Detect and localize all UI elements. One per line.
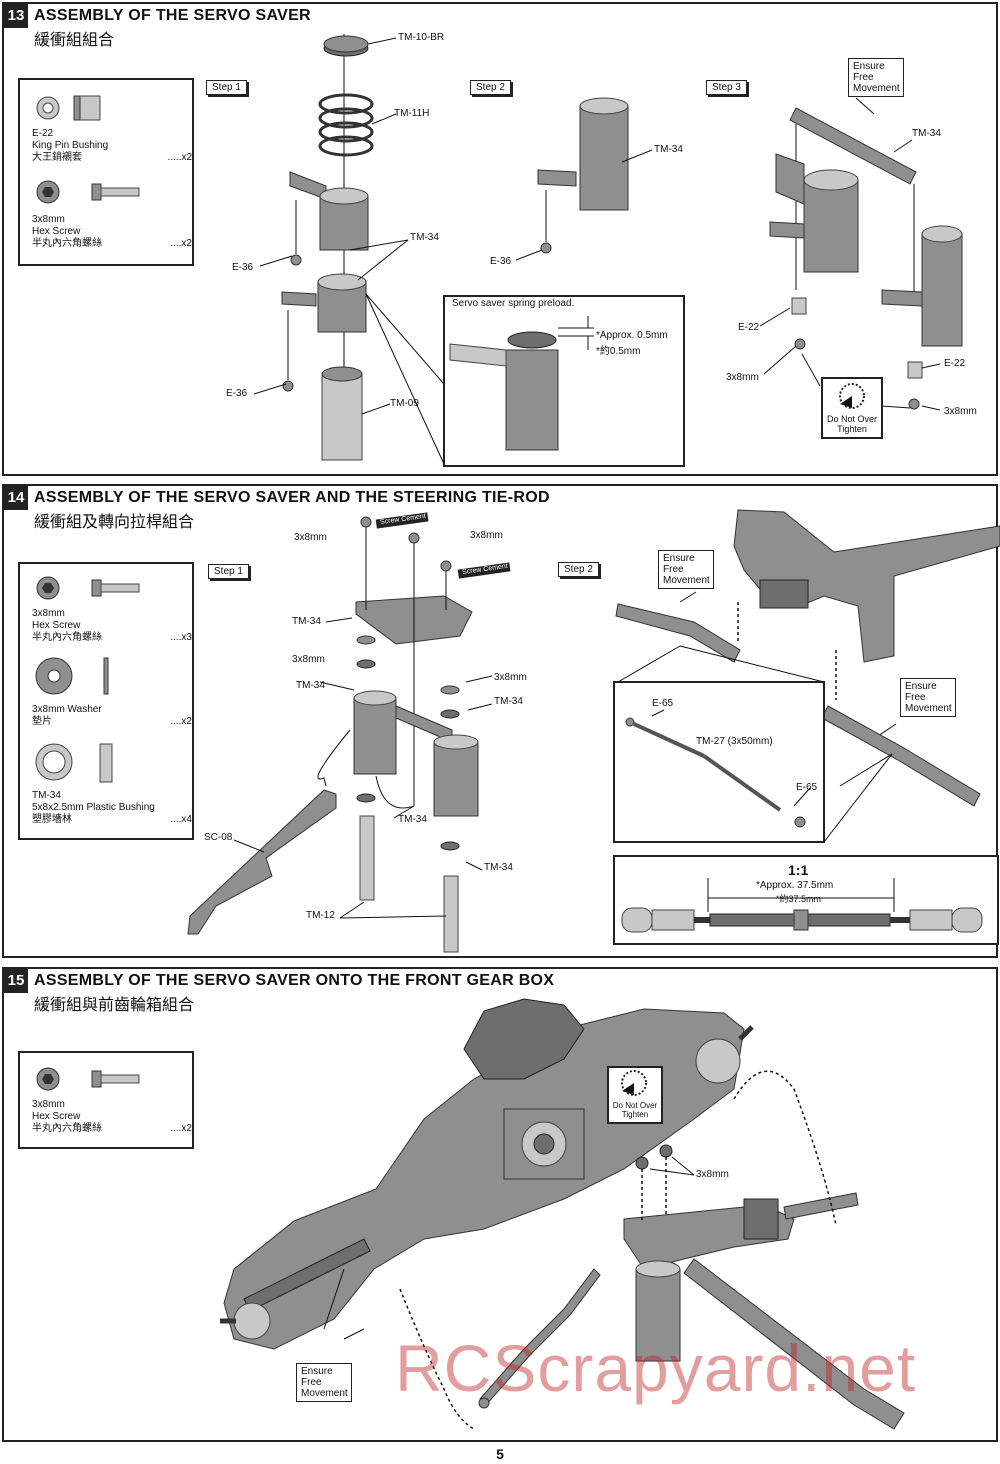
label-tm34: TM-34 — [494, 696, 523, 707]
label-e22: E-22 — [738, 322, 760, 333]
part-hex-screw: 3x8mm Hex Screw 半丸內六角螺絲 ....x3 — [32, 608, 192, 643]
label-3x8mm: 3x8mm — [292, 654, 325, 665]
front-gearbox-diagram — [220, 998, 905, 1430]
spring-preload-detail — [443, 295, 685, 467]
step-3-label: Step 3 — [706, 80, 747, 95]
label-3x8mm: 3x8mm — [696, 1169, 729, 1180]
label-3x8mm: 3x8mm — [294, 532, 327, 543]
tie-rod-part — [479, 1268, 601, 1406]
tie-bar-part — [789, 107, 917, 185]
servo-saver-diagram — [253, 34, 963, 467]
parts-icons — [36, 1067, 140, 1091]
servo-horn-part — [683, 1258, 905, 1430]
tie-rod-detail — [613, 681, 825, 843]
label-3x8mm: 3x8mm — [726, 372, 759, 383]
section-subtitle: 緩衝組組合 — [34, 30, 115, 49]
step-1-label: Step 1 — [208, 564, 249, 579]
section-13: 13 ASSEMBLY OF THE SERVO SAVER 緩衝組組合 E-2… — [2, 2, 998, 476]
gearbox-part — [733, 509, 1000, 663]
label-e36: E-36 — [232, 262, 254, 273]
label-tm34: TM-34 — [912, 128, 941, 139]
ensure-free-movement-callout: Ensure Free Movement — [296, 1363, 352, 1402]
label-tm34: TM-34 — [654, 144, 683, 155]
detail-title: Servo saver spring preload. — [452, 298, 575, 309]
label-3x8mm: 3x8mm — [494, 672, 527, 683]
label-tm27: TM-27 (3x50mm) — [696, 736, 773, 747]
post-part — [321, 373, 363, 461]
label-e36: E-36 — [490, 256, 512, 267]
spring-part — [318, 93, 374, 157]
label-tm12: TM-12 — [306, 910, 335, 921]
section-14: 14 ASSEMBLY OF THE SERVO SAVER AND THE S… — [2, 484, 1000, 958]
label-3x8mm: 3x8mm — [944, 406, 977, 417]
parts-list: 3x8mm Hex Screw 半丸內六角螺絲 ....x3 3x8mm Was… — [18, 562, 194, 840]
label-tm34: TM-34 — [484, 862, 513, 873]
detail-approx-cn: *約0.5mm — [596, 346, 641, 357]
ratio-approx: *Approx. 37.5mm — [756, 880, 834, 891]
post-part — [359, 815, 375, 901]
plastic-bushing-icon — [35, 743, 113, 783]
ensure-free-movement-callout: Ensure Free Movement — [658, 550, 714, 589]
tie-rod-part — [783, 1192, 859, 1220]
part-e22: E-22 King Pin Bushing 大王銷襯套 .....x2 — [32, 128, 192, 163]
caution-text: Do Not Over Tighten — [826, 414, 877, 434]
section-title: ASSEMBLY OF THE SERVO SAVER ONTO THE FRO… — [34, 972, 555, 989]
step-2-label: Step 2 — [558, 562, 599, 577]
section-number: 15 — [4, 969, 28, 993]
label-tm34: TM-34 — [398, 814, 427, 825]
bushing-icon — [36, 95, 101, 121]
ratio-label: 1:1 — [788, 862, 809, 878]
tie-rod-part — [821, 705, 981, 807]
section-title: ASSEMBLY OF THE SERVO SAVER AND THE STEE… — [34, 489, 550, 506]
hex-screw-icon — [36, 1067, 140, 1091]
ensure-free-movement-callout: Ensure Free Movement — [848, 58, 904, 97]
housing-part — [353, 697, 397, 775]
page-number: 5 — [496, 1446, 504, 1462]
parts-icons — [35, 576, 140, 783]
label-tm34: TM-34 — [292, 616, 321, 627]
label-e22: E-22 — [944, 358, 966, 369]
parts-list: E-22 King Pin Bushing 大王銷襯套 .....x2 3x8m… — [18, 78, 194, 266]
watermark: RCScrapyard.net — [395, 1331, 917, 1405]
tie-rod-part — [615, 603, 741, 663]
part-washer: 3x8mm Washer 墊片 ....x2 — [32, 704, 192, 727]
parts-icons — [36, 95, 140, 204]
section-number: 13 — [4, 4, 28, 28]
section-subtitle: 緩衝組及轉向拉桿組合 — [34, 512, 195, 531]
servo-horn-part — [187, 789, 337, 935]
shock-tower-part — [463, 998, 585, 1080]
part-plastic-bushing: TM-34 5x8x2.5mm Plastic Bushing 塑膠墻林 ...… — [32, 790, 192, 825]
label-3x8mm: 3x8mm — [470, 530, 503, 541]
hex-screw-icon — [36, 180, 140, 204]
section-15: 15 ASSEMBLY OF THE SERVO SAVER ONTO THE … — [2, 967, 998, 1442]
caution-text: Do Not Over Tighten — [612, 1101, 658, 1119]
label-sc08: SC-08 — [204, 832, 233, 843]
label-tm34: TM-34 — [410, 232, 439, 243]
label-e36: E-36 — [226, 388, 248, 399]
label-e65: E-65 — [652, 698, 674, 709]
label-tm11h: TM-11H — [394, 108, 430, 119]
label-e65: E-65 — [796, 782, 818, 793]
part-hex-screw: 3x8mm Hex Screw 半丸內六角螺絲 ....x2 — [32, 214, 192, 249]
step-2-label: Step 2 — [470, 80, 511, 95]
section-subtitle: 緩衝組與前齒輪箱組合 — [34, 995, 195, 1014]
post-part — [443, 875, 459, 953]
step-1-label: Step 1 — [206, 80, 247, 95]
detail-approx: *Approx. 0.5mm — [596, 330, 668, 341]
label-tm10br: TM-10-BR — [398, 32, 445, 43]
housing-part — [579, 105, 629, 211]
section-title: ASSEMBLY OF THE SERVO SAVER — [34, 7, 311, 24]
label-tm34: TM-34 — [296, 680, 325, 691]
label-tm09: TM-09 — [390, 398, 419, 409]
tie-rod-diagram — [187, 509, 1000, 953]
hex-screw-icon — [36, 576, 140, 600]
parts-list: 3x8mm Hex Screw 半丸內六角螺絲 ....x2 — [18, 1051, 194, 1149]
ensure-free-movement-callout: Ensure Free Movement — [900, 678, 956, 717]
section-number: 14 — [4, 486, 28, 510]
part-hex-screw: 3x8mm Hex Screw 半丸內六角螺絲 ....x2 — [32, 1099, 192, 1134]
screw-cement-tag — [457, 562, 511, 579]
washer-icon — [35, 657, 109, 695]
screw-cement-tag — [375, 512, 429, 529]
ratio-approx-cn: *約37.5mm — [776, 894, 822, 904]
